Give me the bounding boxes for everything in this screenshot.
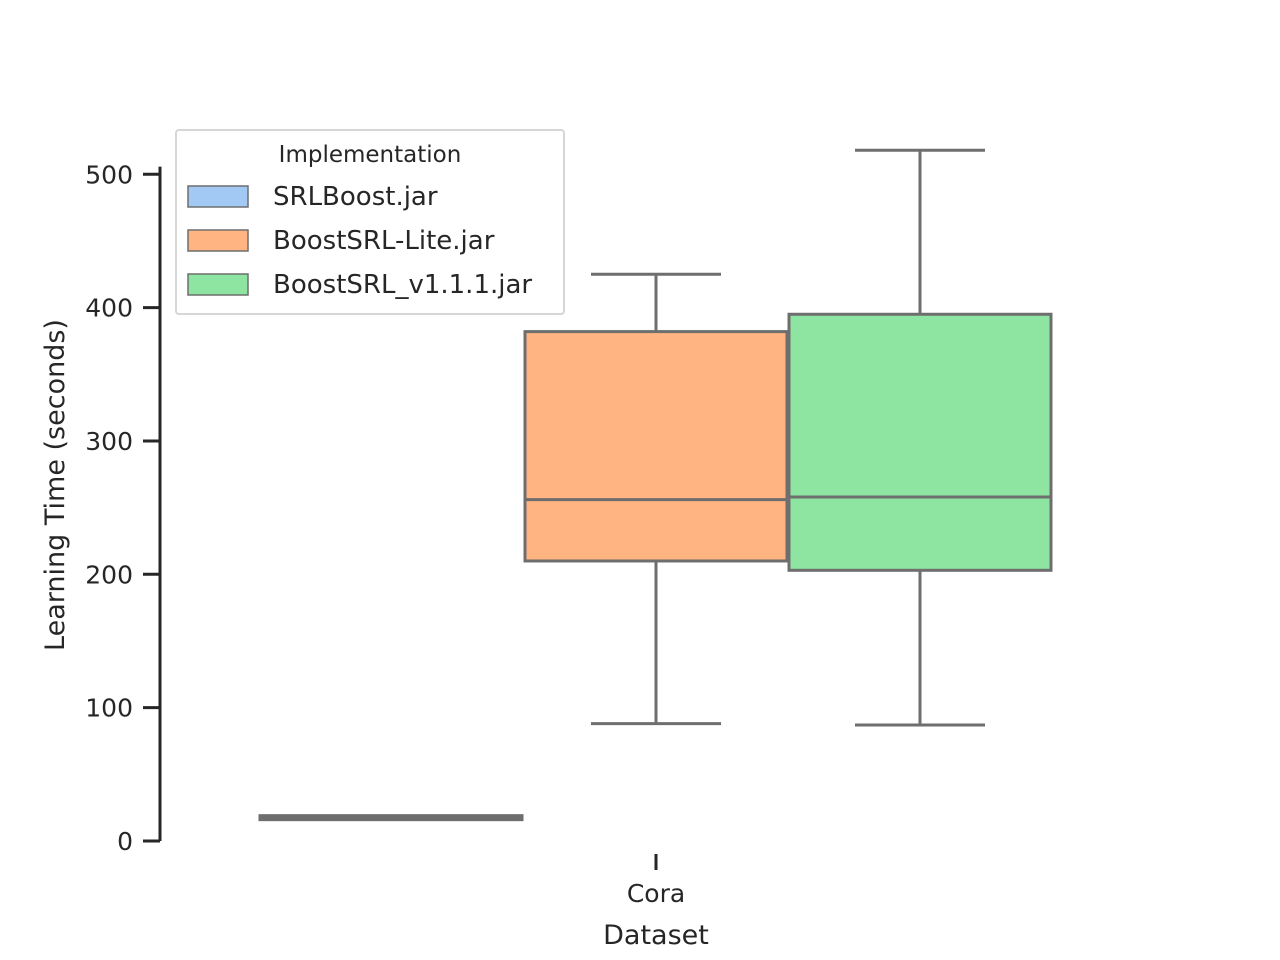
box-boostsrl-v1-1-1-jar [787, 148, 1053, 727]
y-axis: 0 100 200 300 400 500 [85, 160, 162, 856]
y-tick-label: 300 [85, 427, 133, 456]
legend-label: BoostSRL-Lite.jar [273, 226, 495, 256]
box-srlboost-jar [258, 814, 524, 822]
legend-frame [175, 129, 565, 315]
legend-swatch [187, 185, 249, 208]
iqr-box [523, 330, 789, 563]
y-tick-label: 200 [85, 560, 133, 589]
legend-label: SRLBoost.jar [273, 182, 438, 212]
y-axis-label: Learning Time (seconds) [40, 319, 71, 651]
y-tick-label: 500 [85, 160, 133, 189]
y-tick-label: 100 [85, 694, 133, 723]
y-tick-label: 400 [85, 294, 133, 323]
plot-area [258, 148, 1053, 822]
box-boostsrl-lite-jar [523, 272, 789, 726]
legend-swatch [187, 273, 249, 296]
y-tick-label: 0 [117, 827, 133, 856]
x-tick-label: Cora [627, 879, 685, 908]
x-axis: Cora [627, 854, 685, 908]
x-axis-label: Dataset [603, 920, 709, 951]
legend: Implementation SRLBoost.jarBoostSRL-Lite… [175, 129, 565, 315]
legend-title: Implementation [279, 142, 462, 168]
legend-swatch [187, 229, 249, 252]
legend-label: BoostSRL_v1.1.1.jar [273, 270, 532, 300]
iqr-box [787, 312, 1053, 572]
